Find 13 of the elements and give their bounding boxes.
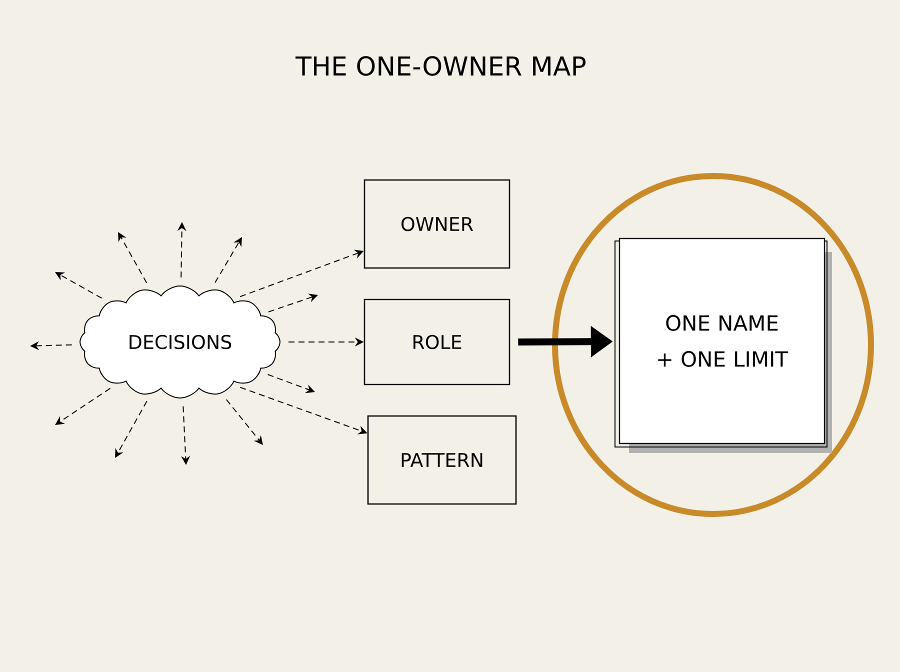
- title: THE ONE-OWNER MAP: [296, 56, 586, 76]
- arrow: [55, 388, 111, 425]
- arrow: [214, 237, 242, 284]
- thought-cloud: DECISIONS: [80, 286, 280, 398]
- label-box: OWNER: [364, 179, 510, 269]
- note-card: ONE NAME + ONE LIMIT: [614, 238, 832, 453]
- arrow: [55, 272, 102, 299]
- arrow: [115, 400, 148, 458]
- label-box: PATTERN: [367, 415, 517, 505]
- arrow: [226, 399, 263, 445]
- arrow: [118, 232, 148, 284]
- label-box: ROLE: [364, 298, 510, 386]
- highlight-circle: [552, 173, 874, 517]
